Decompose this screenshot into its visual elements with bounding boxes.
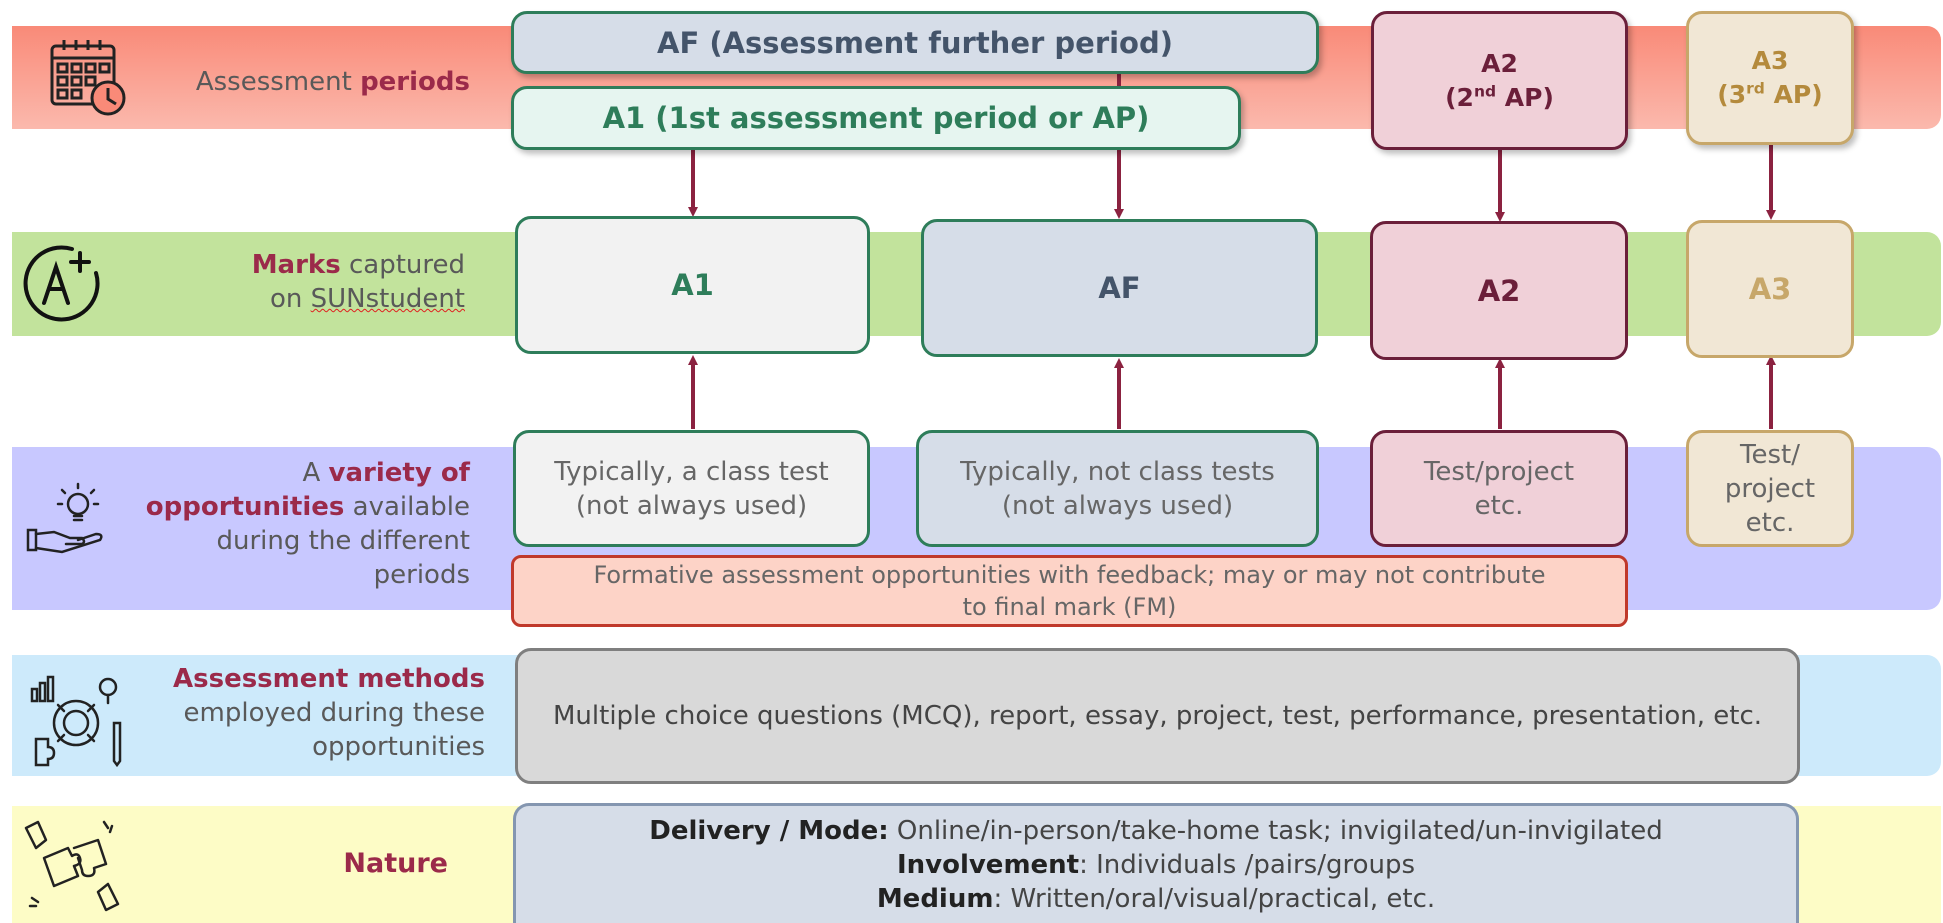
a-plus-grade-icon [22, 243, 102, 325]
period-af-box: AF (Assessment further period) [511, 11, 1319, 74]
opportunity-a3-box: Test/ project etc. [1686, 430, 1854, 547]
period-a3-box: A3 (3rd AP) [1686, 11, 1854, 145]
hand-lightbulb-icon [26, 478, 106, 556]
mark-a3-box: A3 [1686, 220, 1854, 358]
opportunity-a1-box: Typically, a class test (not always used… [513, 430, 870, 547]
period-a1-box: A1 (1st assessment period or AP) [511, 86, 1241, 150]
marks-label: Marks captured on SUNstudent [251, 250, 465, 314]
mark-a2-box: A2 [1370, 221, 1628, 360]
puzzle-hands-icon [24, 818, 120, 914]
periods-label: Assessment periods [195, 67, 470, 97]
methods-label: Assessment methods employed during these… [173, 664, 485, 762]
opportunity-a2-box: Test/project etc. [1370, 430, 1628, 547]
opportunities-label: A variety of opportunities available dur… [145, 458, 470, 590]
mark-af-box: AF [921, 219, 1318, 357]
period-a2-box: A2 (2nd AP) [1371, 11, 1628, 150]
mark-a1-box: A1 [515, 216, 870, 354]
methods-gear-chart-icon [28, 675, 124, 768]
formative-assessment-box: Formative assessment opportunities with … [511, 555, 1628, 627]
opportunity-af-box: Typically, not class tests (not always u… [916, 430, 1319, 547]
methods-box: Multiple choice questions (MCQ), report,… [515, 648, 1800, 784]
nature-box: Delivery / Mode: Online/in-person/take-h… [513, 803, 1799, 923]
calendar-clock-icon [48, 36, 128, 118]
nature-label: Nature [343, 848, 448, 879]
